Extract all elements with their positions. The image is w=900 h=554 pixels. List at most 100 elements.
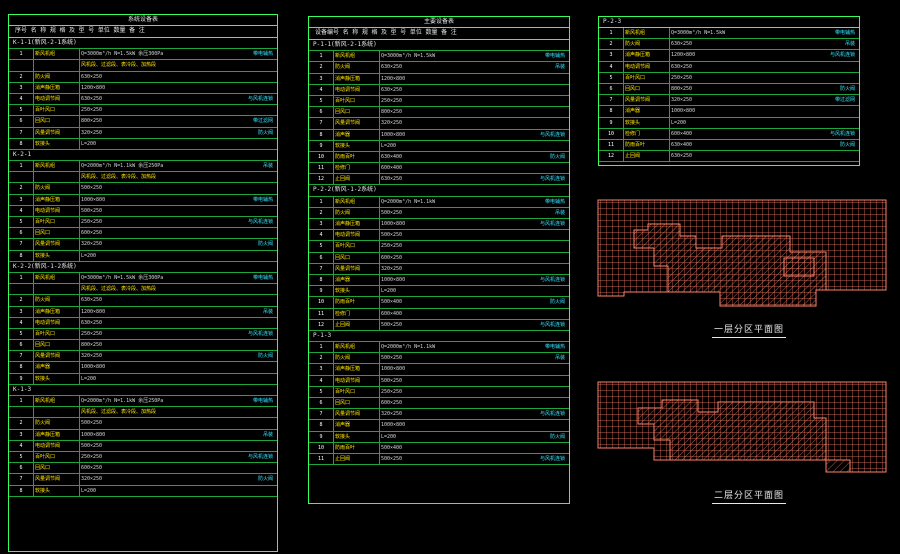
equipment-name: 防火阀 [35, 295, 80, 306]
equipment-spec: L=200 [671, 119, 687, 126]
equipment-spec: Q=3000m³/h N=1.5kW 余压300Pa [81, 274, 164, 281]
equipment-spec: 320×250 [81, 241, 103, 248]
equipment-name [35, 284, 80, 295]
equipment-name: 电动调节阀 [335, 230, 380, 241]
row-number: 3 [599, 50, 624, 61]
equipment-name: 消声静压箱 [335, 219, 380, 230]
row-number: 6 [9, 463, 34, 474]
row-number: 9 [599, 117, 624, 128]
row-number: 9 [309, 286, 334, 297]
row-number: 7 [599, 95, 624, 106]
equipment-name: 电动调节阀 [335, 375, 380, 386]
equipment-spec: 1200×800 [381, 75, 406, 82]
equipment-name: 风量调节阀 [335, 409, 380, 420]
row-number: 4 [309, 230, 334, 241]
equipment-name: 回风口 [35, 228, 80, 239]
equipment-spec: 600×250 [81, 465, 103, 472]
row-number: 3 [9, 306, 34, 317]
equipment-spec: 250×250 [81, 219, 103, 225]
equipment-spec: 250×250 [81, 107, 103, 114]
equipment-note: 吊装 [554, 209, 565, 216]
equipment-name: 止回阀 [625, 151, 670, 162]
table-caption: P-2-3 [599, 17, 859, 28]
equipment-note: 与风机连锁 [247, 453, 273, 460]
row-number: 4 [309, 375, 334, 386]
equipment-name: 止回阀 [335, 319, 380, 330]
table-header: 设备编号 名 称 规 格 及 型 号 单位 数量 备 注 [309, 27, 569, 40]
equipment-name: 消声器 [335, 274, 380, 286]
row-number: 2 [309, 207, 334, 218]
equipment-spec: 500×250 [381, 209, 403, 216]
row-number: 1 [309, 342, 334, 353]
equipment-spec: 800×250 [381, 109, 403, 116]
equipment-spec: L=200 [381, 288, 397, 295]
equipment-table-middle: 主要设备表 设备编号 名 称 规 格 及 型 号 单位 数量 备 注 P-1-1… [308, 16, 570, 504]
equipment-spec: 500×250 [381, 232, 403, 239]
row-number: 5 [9, 105, 34, 116]
equipment-spec: Q=2000m³/h N=1.1kW 余压250Pa [81, 398, 164, 404]
equipment-name: 新风机组 [625, 28, 670, 39]
row-number: 7 [9, 474, 34, 485]
zone-hatched-area [633, 223, 827, 307]
equipment-note: 带电辅热 [544, 344, 565, 351]
equipment-note: 带电辅热 [252, 398, 273, 404]
equipment-note: 与风机连锁 [539, 276, 565, 283]
equipment-name: 电动调节阀 [35, 440, 80, 451]
equipment-spec: 320×250 [81, 129, 103, 136]
equipment-name: 回风口 [335, 107, 380, 118]
equipment-spec: 1200×800 [81, 84, 106, 91]
equipment-name: 软接头 [335, 431, 380, 442]
equipment-name: 防火阀 [35, 71, 80, 82]
equipment-spec: 1200×800 [671, 52, 696, 59]
equipment-spec: 630×250 [81, 297, 103, 304]
equipment-note: 带电辅热 [252, 196, 273, 203]
equipment-name: 新风机组 [335, 196, 380, 207]
equipment-note: 与风机连锁 [247, 219, 273, 225]
row-number: 12 [599, 151, 624, 162]
row-number: 8 [309, 274, 334, 286]
equipment-name: 软接头 [35, 138, 80, 149]
equipment-note: 防火阀 [549, 153, 565, 160]
equipment-spec: 630×250 [671, 63, 693, 70]
second-floor-plan-label: 二层分区平面图 [711, 488, 787, 504]
equipment-note: 与风机连锁 [829, 52, 855, 59]
section-title: P-1-1(新风-2-1系统) [309, 40, 569, 52]
equipment-name: 风量调节阀 [35, 239, 80, 250]
section-title: P-2-2(新风-1-2系统) [309, 185, 569, 197]
equipment-spec: 1000×800 [381, 131, 406, 138]
table-caption: 主要设备表 [309, 17, 569, 28]
equipment-note: 带电辅热 [544, 198, 565, 205]
equipment-spec: 500×400 [381, 444, 403, 451]
row-number: 3 [309, 364, 334, 375]
equipment-name: 防火阀 [335, 207, 380, 218]
equipment-note: 防火阀 [839, 85, 855, 92]
equipment-name: 电动调节阀 [625, 61, 670, 72]
equipment-name: 风量调节阀 [335, 263, 380, 274]
